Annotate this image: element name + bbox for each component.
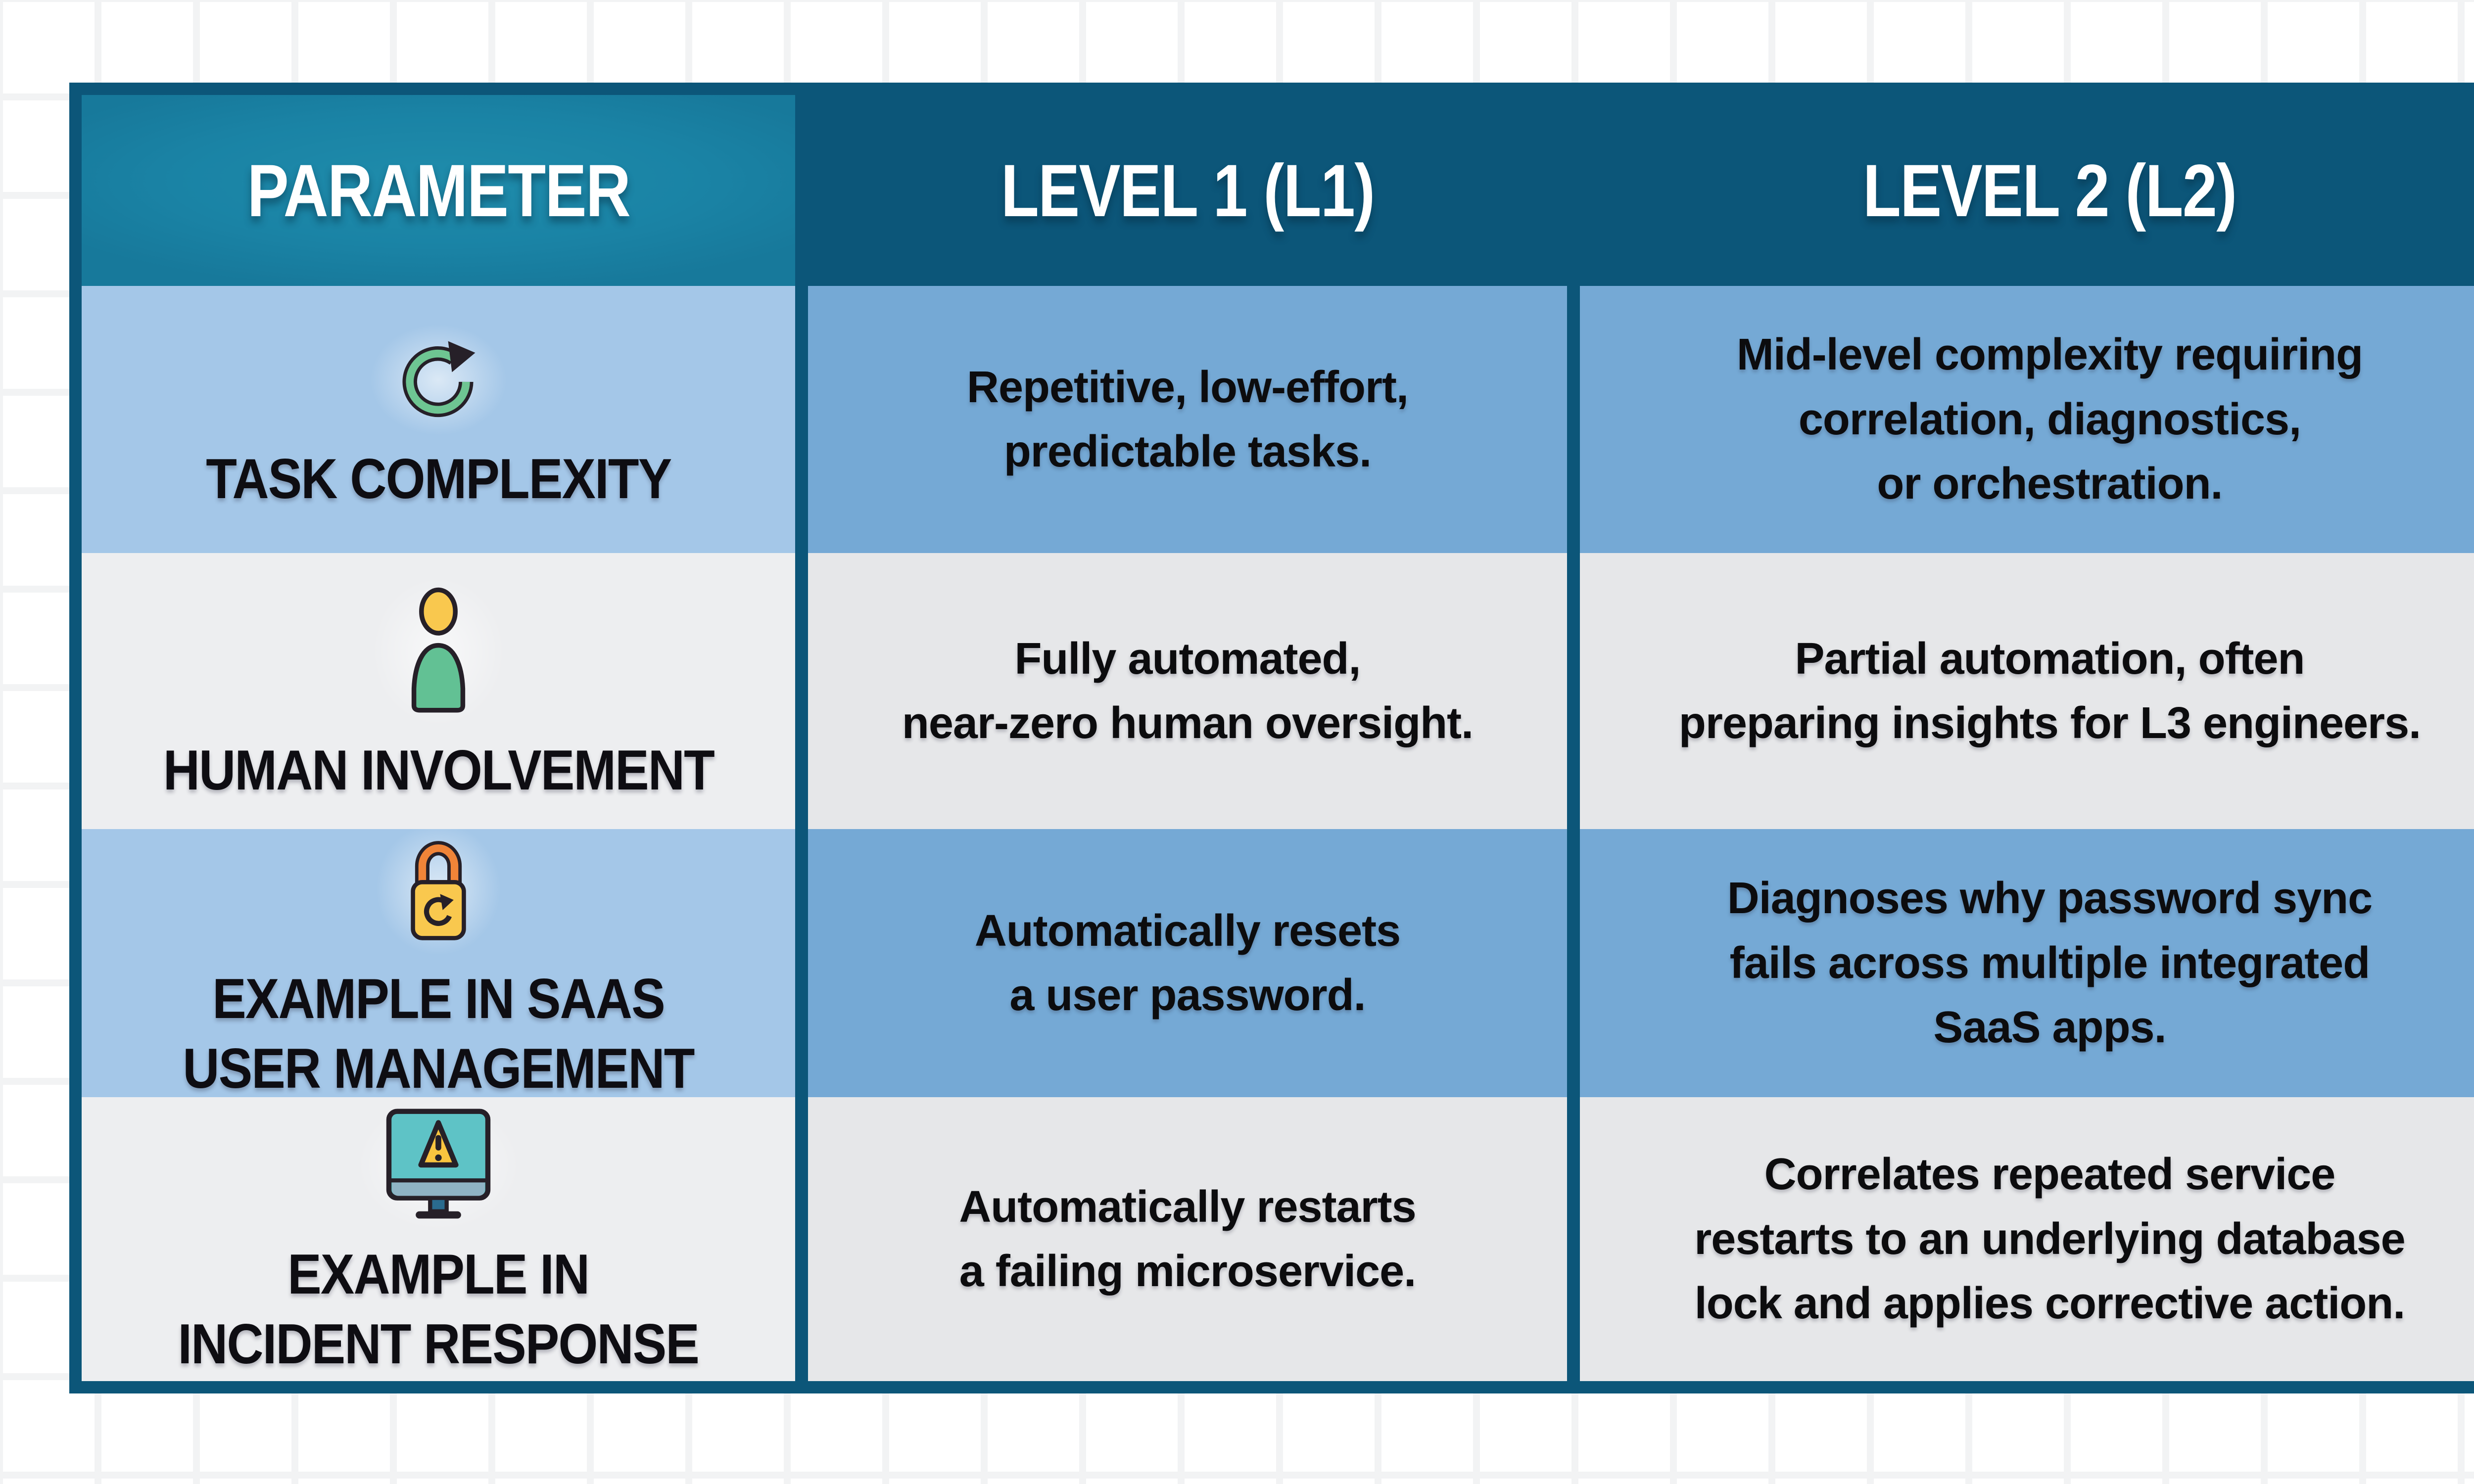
row-incident-example-level2: Correlates repeated service restarts to … (1580, 1097, 2474, 1381)
cell-text: Diagnoses why password sync fails across… (1727, 874, 2373, 1053)
row-label: HUMAN INVOLVEMENT (163, 739, 714, 802)
header-parameter-label: PARAMETER (247, 148, 630, 232)
row-saas-example-parameter: EXAMPLE IN SAAS USER MANAGEMENT (82, 829, 795, 1097)
row-task-complexity-level1: Repetitive, low-effort, predictable task… (808, 286, 1567, 553)
cell-text: Automatically resets a user password. (974, 906, 1401, 1020)
cell-text: Automatically restarts a failing microse… (959, 1182, 1416, 1297)
row-human-involvement-level1: Fully automated, near-zero human oversig… (808, 553, 1567, 829)
cell-text: Repetitive, low-effort, predictable task… (966, 362, 1409, 477)
row-saas-example-level1: Automatically resets a user password. (808, 829, 1567, 1097)
row-label: EXAMPLE IN SAAS USER MANAGEMENT (183, 967, 695, 1097)
row-task-complexity-level2: Mid-level complexity requiring correlati… (1580, 286, 2474, 553)
cell-text: Mid-level complexity requiring correlati… (1736, 330, 2363, 509)
cell-text: Correlates repeated service restarts to … (1694, 1150, 2405, 1329)
row-label: TASK COMPLEXITY (205, 448, 672, 511)
person-icon (372, 576, 505, 727)
comparison-table: PARAMETER LEVEL 1 (L1) LEVEL 2 (L2) TASK… (69, 83, 2474, 1393)
refresh-icon (370, 325, 507, 436)
header-level1: LEVEL 1 (L1) (808, 95, 1567, 286)
row-incident-example-level1: Automatically restarts a failing microse… (808, 1097, 1567, 1381)
row-incident-example-parameter: EXAMPLE IN INCIDENT RESPONSE (82, 1097, 795, 1381)
header-level2-label: LEVEL 2 (L2) (1863, 148, 2237, 232)
padlock-refresh-icon (376, 829, 501, 955)
cell-text: Partial automation, often preparing insi… (1678, 634, 2421, 748)
row-human-involvement-level2: Partial automation, often preparing insi… (1580, 553, 2474, 829)
header-level2: LEVEL 2 (L2) (1580, 95, 2474, 286)
header-level1-label: LEVEL 1 (L1) (1000, 148, 1375, 232)
header-parameter: PARAMETER (82, 95, 795, 286)
row-label: EXAMPLE IN INCIDENT RESPONSE (178, 1243, 700, 1376)
row-task-complexity-parameter: TASK COMPLEXITY (82, 286, 795, 553)
row-human-involvement-parameter: HUMAN INVOLVEMENT (82, 553, 795, 829)
cell-text: Fully automated, near-zero human oversig… (902, 634, 1474, 748)
monitor-alert-icon (357, 1099, 520, 1231)
row-saas-example-level2: Diagnoses why password sync fails across… (1580, 829, 2474, 1097)
